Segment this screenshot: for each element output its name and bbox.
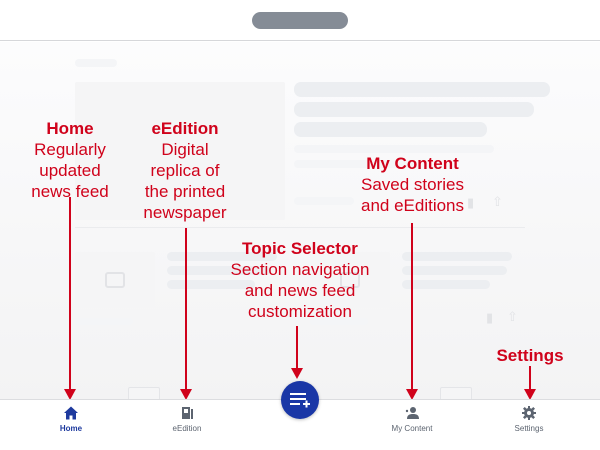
skeleton-line [402, 280, 490, 289]
annotation-line: updated [39, 161, 101, 180]
nav-label: My Content [391, 424, 433, 433]
gear-icon [522, 406, 536, 420]
annotation-home: Home Regularly updated news feed [20, 118, 120, 202]
image-placeholder-icon [340, 272, 360, 288]
arrowhead-eedition [180, 389, 192, 400]
skeleton-line [402, 266, 507, 275]
nav-label: Settings [514, 424, 544, 433]
arrowhead-topic-selector [291, 368, 303, 379]
nav-item-eedition[interactable]: eEdition [147, 405, 227, 433]
annotation-line: and news feed [244, 281, 356, 300]
skeleton-line [294, 160, 414, 168]
annotation-title: Home [46, 119, 94, 138]
annotation-title: My Content [366, 154, 459, 173]
annotation-line: Saved stories [361, 175, 464, 194]
arrowhead-my-content [406, 389, 418, 400]
skeleton-thumb [128, 387, 160, 400]
skeleton-thumb [310, 252, 390, 308]
annotation-title: eEdition [151, 119, 219, 138]
annotation-eedition: eEdition Digital replica of the printed … [130, 118, 240, 223]
annotation-my-content: My Content Saved stories and eEditions [350, 153, 475, 216]
home-icon [64, 406, 78, 420]
skeleton-line [167, 280, 255, 289]
nav-label: Home [59, 424, 83, 433]
skeleton-line [167, 252, 277, 261]
skeleton-line [402, 252, 512, 261]
nav-item-settings[interactable]: Settings [489, 405, 569, 433]
arrowhead-home [64, 389, 76, 400]
annotation-line: Section navigation [230, 260, 370, 279]
skeleton-line [167, 266, 271, 275]
drag-handle[interactable] [252, 12, 348, 29]
annotation-line: customization [248, 302, 352, 321]
skeleton-meta [75, 318, 133, 325]
annotation-title: Topic Selector [242, 239, 358, 258]
newspaper-icon [182, 407, 193, 419]
feed-skeleton: ▮ ⇧ ▮ ⇧ [0, 42, 600, 400]
annotation-topic-selector: Topic Selector Section navigation and ne… [220, 238, 380, 322]
annotation-line: Regularly [34, 140, 106, 159]
nav-item-my-content[interactable]: My Content [372, 405, 452, 433]
annotation-line: the printed [144, 182, 226, 201]
bookmark-icon: ▮ [467, 195, 475, 210]
annotation-line: replica of [150, 161, 220, 180]
top-bar [0, 0, 600, 41]
arrow-my-content [411, 223, 413, 391]
annotation-settings: Settings [485, 345, 575, 366]
skeleton-line [294, 82, 550, 97]
annotation-line: Digital [161, 140, 209, 159]
skeleton-line [294, 145, 494, 153]
arrowhead-settings [524, 389, 536, 400]
nav-label: eEdition [172, 424, 202, 433]
annotation-line: newspaper [143, 203, 227, 222]
arrow-home [69, 197, 71, 391]
skeleton-meta [294, 197, 354, 205]
arrow-settings [529, 366, 531, 391]
bookmark-icon: ▮ [486, 310, 494, 325]
skeleton-line [294, 122, 487, 137]
topic-selector-button[interactable] [281, 381, 319, 419]
annotation-title: Settings [496, 346, 564, 365]
skeleton-label [75, 59, 117, 67]
skeleton-meta [310, 318, 368, 325]
image-placeholder-icon [105, 272, 125, 288]
skeleton-hero-image [75, 82, 285, 220]
annotation-line: and eEditions [360, 196, 465, 215]
annotation-line: news feed [31, 182, 109, 201]
share-icon: ⇧ [507, 309, 518, 324]
user-saved-icon [405, 407, 419, 419]
skeleton-thumb [75, 252, 155, 308]
arrow-eedition [185, 228, 187, 391]
share-icon: ⇧ [492, 194, 503, 209]
skeleton-thumb [440, 387, 472, 400]
arrow-topic-selector [296, 326, 298, 371]
nav-item-home[interactable]: Home [31, 405, 111, 433]
skeleton-line [294, 102, 534, 117]
divider [75, 227, 525, 228]
playlist-add-icon [290, 393, 310, 408]
